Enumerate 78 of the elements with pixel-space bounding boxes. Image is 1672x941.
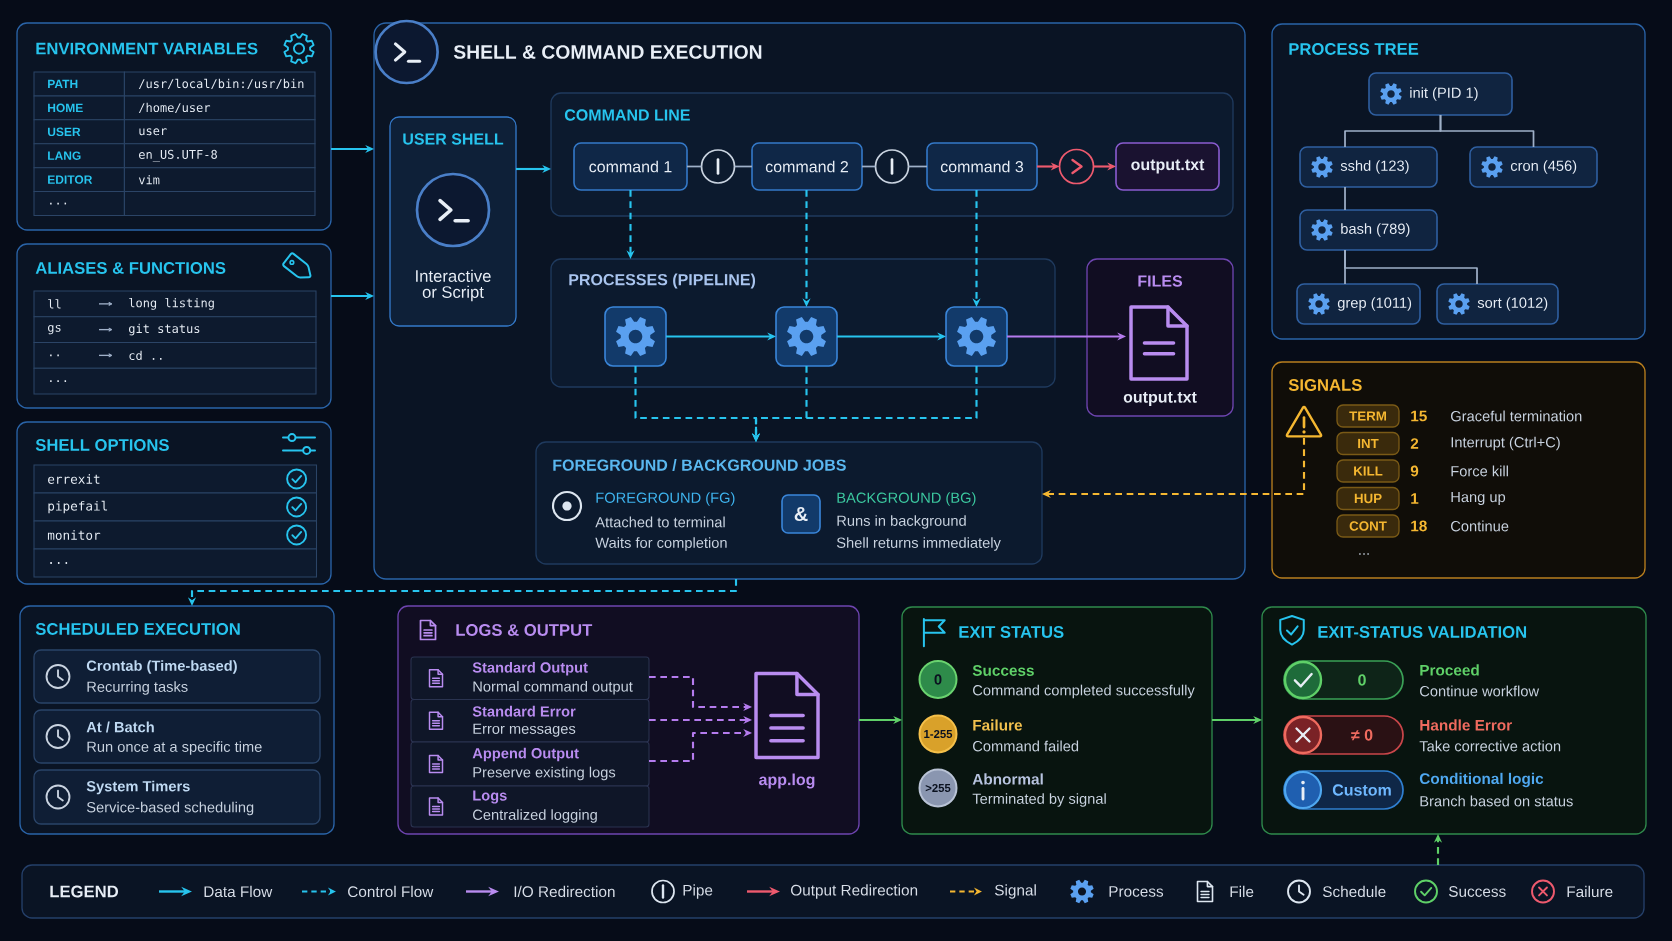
connector-line xyxy=(733,165,753,168)
signal-badge: KILL xyxy=(1336,459,1400,483)
description: Attached to terminal xyxy=(595,516,725,528)
legend-label: Process xyxy=(1109,886,1164,897)
file-icon xyxy=(1129,305,1189,381)
legend-label: Output Redirection xyxy=(791,884,918,899)
file-name: output.txt xyxy=(1123,392,1197,406)
description: Graceful termination xyxy=(1451,410,1582,422)
description: Command failed xyxy=(973,740,1079,752)
description: Continue workflow xyxy=(1420,685,1540,697)
log-row: Append Output Preserve existing logs xyxy=(410,741,650,787)
signal-badge: INT xyxy=(1336,431,1400,456)
status-title: Failure xyxy=(973,719,1023,731)
warning-icon xyxy=(1285,405,1323,438)
process-box: init (PID 1) xyxy=(1368,72,1513,116)
process-box: grep (1011) xyxy=(1296,283,1421,325)
process-box: sshd (123) xyxy=(1299,146,1438,188)
process-box: sort (1012) xyxy=(1436,283,1559,325)
status-title: Success xyxy=(972,665,1034,676)
file-name: app.log xyxy=(759,773,815,789)
status-title: Abnormal xyxy=(972,773,1043,785)
process-box: bash (789) xyxy=(1299,209,1438,251)
status-title: Conditional logic xyxy=(1419,772,1544,788)
legend-label: Failure xyxy=(1567,885,1613,898)
connector-line xyxy=(907,165,928,168)
process-box: cron (456) xyxy=(1469,146,1598,188)
symbol-tile: & xyxy=(781,494,821,534)
schedule-card: Crontab (Time-based) Recurring tasks xyxy=(33,649,321,704)
file-box: output.txt xyxy=(1115,142,1220,191)
schedule-card: At / Batch Run once at a specific time xyxy=(33,709,321,764)
description: Branch based on status xyxy=(1420,795,1573,807)
description: Take corrective action xyxy=(1419,740,1561,752)
redirect-symbol xyxy=(1058,148,1095,185)
connector-line xyxy=(686,165,703,168)
legend-label: Control Flow xyxy=(348,885,434,898)
status-title: Handle Error xyxy=(1420,719,1512,731)
legend-label: Pipe xyxy=(683,884,713,899)
description: Continue xyxy=(1451,520,1509,532)
command-box: command 2 xyxy=(751,142,863,191)
description: Runs in background xyxy=(837,515,966,529)
description: Force kill xyxy=(1451,465,1508,477)
description: Interactive or Script xyxy=(416,269,491,302)
connector-line xyxy=(1439,114,1535,148)
pipe-symbol xyxy=(874,149,910,184)
signal-badge: CONT xyxy=(1336,514,1400,538)
signal-number: 18 xyxy=(1411,520,1427,532)
legend-label: Schedule xyxy=(1322,885,1386,898)
signal-number: 1 xyxy=(1411,493,1419,504)
pipe-symbol xyxy=(700,149,736,184)
legend-label: Signal xyxy=(994,884,1036,899)
command-box: command 1 xyxy=(573,142,688,191)
log-row: Standard Error Error messages xyxy=(410,698,650,743)
legend-label: File xyxy=(1230,885,1254,898)
schedule-card: System Timers Service-based scheduling xyxy=(33,769,321,825)
signal-badge: HUP xyxy=(1336,486,1400,511)
log-row: Standard Output Normal command output xyxy=(410,656,650,701)
connector-line xyxy=(861,165,877,168)
subheading: BACKGROUND (BG) xyxy=(837,492,976,506)
signal-number: 9 xyxy=(1410,465,1419,477)
legend-label: Success xyxy=(1448,886,1506,897)
description: Command completed successfully xyxy=(973,684,1195,699)
signal-number: 2 xyxy=(1410,438,1419,449)
status-title: Proceed xyxy=(1420,664,1479,676)
subheading: FOREGROUND (FG) xyxy=(596,492,735,506)
description: Shell returns immediately xyxy=(836,537,1001,551)
connector-line xyxy=(1344,186,1346,211)
description: Interrupt (Ctrl+C) xyxy=(1451,436,1560,451)
legend-label: I/O Redirection xyxy=(514,885,615,898)
command-box: command 3 xyxy=(926,142,1038,191)
signal-badge: TERM xyxy=(1336,404,1400,428)
description: Waits for completion xyxy=(595,537,727,551)
legend-label: Data Flow xyxy=(204,885,273,898)
description: Hang up xyxy=(1451,491,1506,506)
description: Terminated by signal xyxy=(972,793,1106,807)
connector-line xyxy=(1344,249,1478,285)
signal-number: 15 xyxy=(1411,410,1427,422)
log-row: Logs Centralized logging xyxy=(410,785,650,828)
ellipsis: ... xyxy=(1359,553,1369,555)
